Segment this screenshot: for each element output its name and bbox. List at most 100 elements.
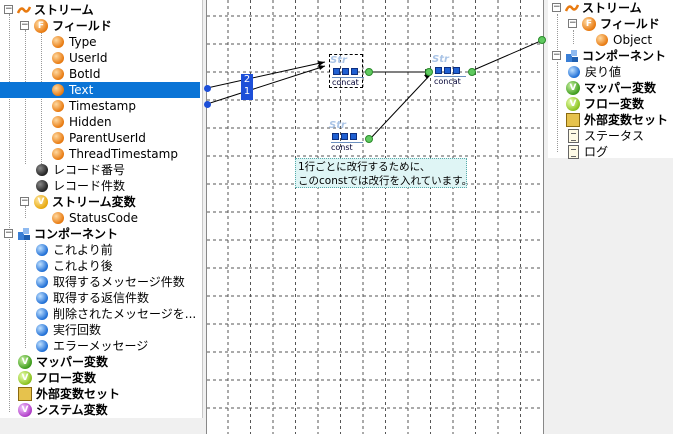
flow-var-icon: V — [18, 371, 32, 385]
tree-record-number[interactable]: レコード番号 — [0, 162, 203, 178]
node-type-label: Str — [329, 120, 346, 131]
tree-return-value[interactable]: 戻り値 — [548, 64, 673, 80]
tree-label: Text — [69, 83, 94, 97]
field-item-icon — [52, 132, 64, 144]
target-port[interactable] — [538, 36, 546, 44]
mapping-line — [468, 39, 543, 73]
document-icon — [568, 145, 579, 159]
system-var-icon: V — [18, 403, 32, 417]
tree-field-item[interactable]: BotId — [0, 66, 203, 82]
tree-status-code[interactable]: StatusCode — [0, 210, 203, 226]
tree-external-vars[interactable]: 外部変数セット — [0, 386, 203, 402]
tree-comp-item[interactable]: これより後 — [0, 258, 203, 274]
tree-label: これより後 — [53, 259, 113, 273]
tree-field-item-selected[interactable]: Text — [0, 82, 200, 98]
tree-flow-vars[interactable]: V フロー変数 — [548, 96, 673, 112]
tree-label: フロー変数 — [36, 371, 97, 385]
tree-field-item[interactable]: Hidden — [0, 114, 203, 130]
tree-label: フロー変数 — [584, 97, 645, 111]
tree-flow-vars[interactable]: V フロー変数 — [0, 370, 203, 386]
tree-stream-vars[interactable]: − V ストリーム変数 — [0, 194, 203, 210]
input-port[interactable] — [425, 68, 433, 76]
collapse-icon[interactable]: − — [4, 228, 13, 238]
tree-log[interactable]: ログ — [548, 144, 673, 160]
node-icon — [332, 133, 357, 140]
tree-fields[interactable]: − F フィールド — [548, 16, 673, 32]
field-item-icon — [52, 116, 64, 128]
tree-mapper-vars[interactable]: V マッパー変数 — [548, 80, 673, 96]
collapse-icon[interactable]: − — [552, 2, 561, 12]
mapping-canvas[interactable]: 2 1 Str concat Str concat Str const 1行ごと… — [204, 0, 546, 434]
concat-node-1[interactable]: Str concat — [329, 54, 364, 88]
tree-label: 取得する返信件数 — [53, 291, 150, 305]
output-port[interactable] — [468, 68, 476, 76]
right-mapping-tree: − ストリーム − F フィールド Object − コンポーネント 戻り値 V… — [548, 0, 673, 160]
tree-field-item[interactable]: UserId — [0, 50, 203, 66]
tree-field-item[interactable]: ParentUserId — [0, 130, 203, 146]
tree-field-item[interactable]: ThreadTimestamp — [0, 146, 203, 162]
tree-label: マッパー変数 — [584, 81, 657, 95]
document-icon — [568, 129, 579, 143]
tree-component[interactable]: − コンポーネント — [0, 226, 203, 242]
tree-label: BotId — [69, 67, 101, 81]
external-var-icon — [566, 113, 580, 127]
mapper-var-icon: V — [18, 355, 32, 369]
tree-label: ログ — [584, 145, 609, 159]
tree-fields[interactable]: − F フィールド — [0, 18, 203, 34]
input-port[interactable] — [204, 85, 211, 92]
collapse-icon[interactable]: − — [20, 20, 29, 30]
tree-label: これより前 — [53, 243, 113, 257]
tree-label: フィールド — [600, 17, 660, 31]
tree-label: Type — [69, 35, 97, 49]
var-item-icon — [52, 212, 64, 224]
tree-comp-item[interactable]: 取得するメッセージ件数 — [0, 274, 203, 290]
output-port[interactable] — [365, 68, 373, 76]
tree-label: システム変数 — [36, 403, 108, 417]
tree-comp-item[interactable]: エラーメッセージ — [0, 338, 203, 354]
component-icon — [17, 227, 31, 241]
flow-var-icon: V — [566, 97, 580, 111]
record-icon — [36, 164, 48, 176]
tree-label: フィールド — [52, 19, 112, 33]
tree-label: 戻り値 — [585, 65, 622, 79]
concat-node-2[interactable]: Str concat — [432, 54, 466, 88]
tree-comp-item[interactable]: 削除されたメッセージを... — [0, 306, 203, 322]
node-function-label: concat — [332, 77, 364, 87]
field-item-icon — [52, 68, 64, 80]
tree-external-vars[interactable]: 外部変数セット — [548, 112, 673, 128]
stream-icon — [564, 2, 580, 14]
collapse-icon[interactable]: − — [552, 50, 561, 60]
tree-stream[interactable]: − ストリーム — [0, 2, 203, 18]
tree-field-item[interactable]: Type — [0, 34, 203, 50]
tree-label: UserId — [69, 51, 108, 65]
tree-component[interactable]: − コンポーネント — [548, 48, 673, 64]
tree-stream[interactable]: − ストリーム — [548, 0, 673, 16]
tree-mapper-vars[interactable]: V マッパー変数 — [0, 354, 203, 370]
tree-system-vars[interactable]: V システム変数 — [0, 402, 203, 418]
tree-field-item[interactable]: Object — [548, 32, 673, 48]
scrollbar-area[interactable] — [0, 418, 203, 434]
tree-status[interactable]: ステータス — [548, 128, 673, 144]
tree-label: 取得するメッセージ件数 — [53, 275, 185, 289]
tree-comp-item[interactable]: 取得する返信件数 — [0, 290, 203, 306]
tree-label: ステータス — [584, 129, 645, 143]
const-node[interactable]: Str const — [329, 120, 363, 154]
index-marker[interactable]: 2 1 — [241, 74, 253, 100]
tree-comp-item[interactable]: これより前 — [0, 242, 203, 258]
comment-line: このconstでは改行を入れています。 — [298, 175, 473, 187]
node-function-label: const — [331, 142, 363, 152]
comment-note[interactable]: 1行ごとに改行するために、 このconstでは改行を入れています。 — [295, 158, 473, 188]
stream-var-icon: V — [34, 195, 48, 209]
input-port[interactable] — [204, 101, 211, 108]
tree-comp-item[interactable]: 実行回数 — [0, 322, 203, 338]
output-port[interactable] — [365, 135, 373, 143]
component-icon — [565, 49, 579, 63]
property-icon — [36, 340, 48, 352]
collapse-icon[interactable]: − — [20, 196, 29, 206]
tree-record-count[interactable]: レコード件数 — [0, 178, 203, 194]
collapse-icon[interactable]: − — [4, 4, 13, 14]
node-type-label: Str — [330, 55, 347, 66]
collapse-icon[interactable]: − — [568, 18, 577, 28]
tree-label: 外部変数セット — [584, 113, 669, 127]
tree-field-item[interactable]: Timestamp — [0, 98, 203, 114]
